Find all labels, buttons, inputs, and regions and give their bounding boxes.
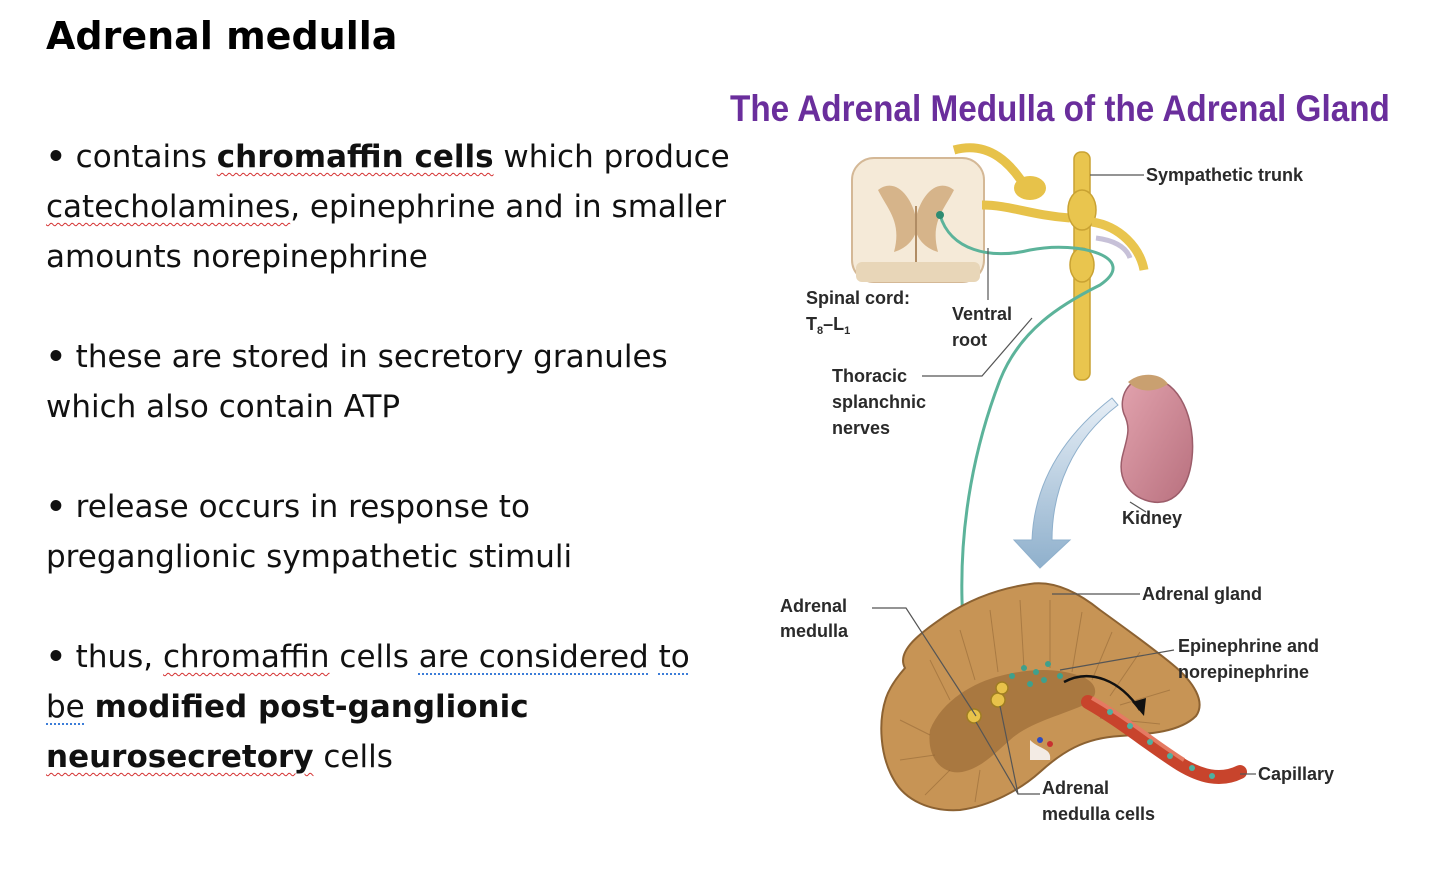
label-adrenal-gland: Adrenal gland [1142, 584, 1262, 604]
label-kidney: Kidney [1122, 508, 1182, 528]
term-modified-post-ganglionic: modified post-ganglionic [94, 689, 529, 725]
bullet-text: thus, [65, 639, 163, 675]
dorsal-root-ganglion [1014, 176, 1046, 200]
label-medulla-cells: Adrenal [1042, 778, 1109, 798]
bullet-marker: • [46, 489, 66, 525]
label-adrenal-medulla-2: medulla [780, 621, 849, 641]
term-chromaffin-cells: chromaffin cells [216, 139, 494, 175]
sympathetic-trunk [1067, 151, 1149, 381]
term-to-be: to be [46, 639, 690, 725]
bullet-conclusion: • thus, chromaffin cells are considered … [46, 632, 736, 782]
label-thoracic: Thoracic [832, 366, 907, 386]
ventral-root-nerve [981, 200, 1071, 223]
bullet-storage: • these are stored in secretory granules… [46, 332, 736, 432]
bullet-text: cells [329, 639, 419, 675]
term-chromaffin: chromaffin [163, 639, 330, 675]
bullet-text: which produce [493, 139, 730, 175]
slide-title: Adrenal medulla [46, 14, 398, 58]
label-capillary: Capillary [1258, 764, 1334, 784]
adrenal-gland-section [880, 582, 1201, 812]
label-ventral: Ventral [952, 304, 1012, 324]
enlargement-arrow [1012, 397, 1119, 569]
term-are-considered: are considered [418, 639, 649, 675]
bullet-marker: • [46, 139, 66, 175]
kidney [1120, 374, 1194, 504]
bullet-text: contains [65, 139, 217, 175]
bullet-release: • release occurs in response to pregangl… [46, 482, 736, 582]
leader-lines [872, 174, 1256, 795]
bullet-marker: • [46, 639, 66, 675]
figure-title: The Adrenal Medulla of the Adrenal Gland [730, 88, 1390, 129]
label-medulla-cells-2: medulla cells [1042, 804, 1155, 824]
label-nerves: nerves [832, 418, 890, 438]
spinal-cord-section [851, 157, 985, 283]
capillary [1081, 695, 1247, 785]
label-sympathetic-trunk: Sympathetic trunk [1146, 165, 1304, 185]
label-epinephrine: Epinephrine and [1178, 636, 1319, 656]
label-root: root [952, 330, 987, 350]
bullet-text: , epinephrine and in smaller amounts nor… [46, 189, 726, 275]
label-spinal-cord: Spinal cord: [806, 288, 910, 308]
bullet-marker: • [46, 339, 66, 375]
bullet-text: cells [313, 739, 393, 775]
term-neurosecretory: neurosecretory [46, 739, 314, 775]
bullet-text: release occurs in response to preganglio… [46, 489, 573, 575]
label-norepinephrine: norepinephrine [1178, 662, 1309, 682]
bullet-text: these are stored in secretory granules w… [46, 339, 668, 425]
bullet-chromaffin: • contains chromaffin cells which produc… [46, 132, 736, 282]
label-spinal-segment: T8–L1 [806, 314, 850, 337]
preganglionic-fiber [938, 214, 1115, 701]
term-catecholamines: catecholamines [46, 189, 291, 225]
label-adrenal-medulla: Adrenal [780, 596, 847, 616]
bullet-list: • contains chromaffin cells which produc… [46, 132, 736, 782]
label-splanchnic: splanchnic [832, 392, 926, 412]
